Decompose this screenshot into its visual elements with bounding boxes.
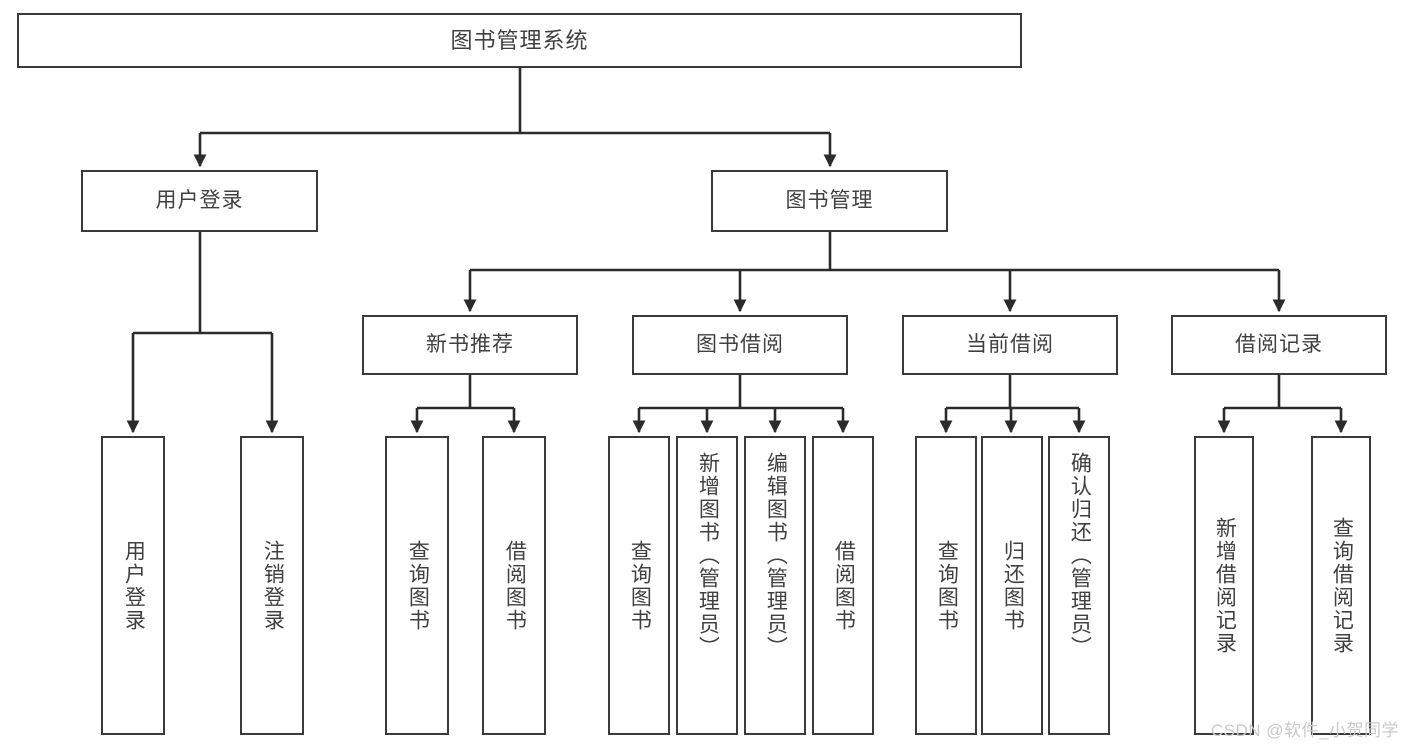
leaf-borrow-query-book[interactable]: 查询图书 <box>608 436 670 735</box>
node-new-book-recommend[interactable]: 新书推荐 <box>362 315 578 375</box>
leaf-label: 借阅图书 <box>832 539 856 632</box>
leaf-borrow-edit-book-admin[interactable]: 编辑图书（管理员） <box>744 436 806 735</box>
leaf-label: 确认归还（管理员） <box>1068 452 1092 659</box>
leaf-current-query-book[interactable]: 查询图书 <box>915 436 977 735</box>
node-label: 图书管理 <box>785 188 874 212</box>
leaf-borrow-add-book-admin[interactable]: 新增图书（管理员） <box>676 436 738 735</box>
leaf-label: 新增图书（管理员） <box>696 452 720 659</box>
leaf-borrow-borrow-book[interactable]: 借阅图书 <box>812 436 874 735</box>
leaf-label: 查询图书 <box>406 539 430 632</box>
leaf-label: 编辑图书（管理员） <box>764 452 788 659</box>
leaf-current-return-book[interactable]: 归还图书 <box>981 436 1043 735</box>
node-label: 新书推荐 <box>426 332 514 356</box>
leaf-user-logout[interactable]: 注销登录 <box>240 436 304 735</box>
node-book-management[interactable]: 图书管理 <box>711 170 948 232</box>
leaf-label: 归还图书 <box>1001 539 1025 632</box>
node-label: 当前借阅 <box>966 332 1054 356</box>
node-current-borrow[interactable]: 当前借阅 <box>902 315 1118 375</box>
node-root-system[interactable]: 图书管理系统 <box>17 13 1022 68</box>
leaf-label: 查询图书 <box>935 539 959 632</box>
leaf-current-confirm-return-admin[interactable]: 确认归还（管理员） <box>1048 436 1110 735</box>
watermark: CSDN @软件_小贺同学 <box>1210 721 1399 740</box>
leaf-recommend-query-book[interactable]: 查询图书 <box>385 436 449 735</box>
leaf-label: 借阅图书 <box>503 539 527 632</box>
leaf-record-query-record[interactable]: 查询借阅记录 <box>1311 436 1371 735</box>
leaf-label: 注销登录 <box>261 539 285 632</box>
leaf-recommend-borrow-book[interactable]: 借阅图书 <box>482 436 546 735</box>
node-label: 图书借阅 <box>696 332 784 356</box>
leaf-user-login[interactable]: 用户登录 <box>101 436 165 735</box>
leaf-label: 查询借阅记录 <box>1330 516 1354 655</box>
leaf-label: 查询图书 <box>628 539 652 632</box>
node-label: 借阅记录 <box>1235 332 1323 356</box>
node-label: 用户登录 <box>155 188 244 212</box>
leaf-label: 新增借阅记录 <box>1213 516 1237 655</box>
node-label: 图书管理系统 <box>450 27 589 53</box>
node-book-borrow[interactable]: 图书借阅 <box>632 315 848 375</box>
leaf-record-add-record[interactable]: 新增借阅记录 <box>1194 436 1254 735</box>
node-user-login[interactable]: 用户登录 <box>81 170 318 232</box>
node-borrow-record[interactable]: 借阅记录 <box>1171 315 1387 375</box>
leaf-label: 用户登录 <box>122 539 146 632</box>
